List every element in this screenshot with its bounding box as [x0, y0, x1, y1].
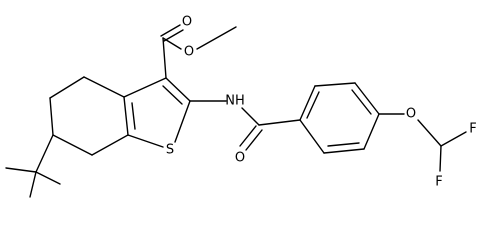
atom-nh: NH: [225, 94, 245, 109]
atom-f-upper: F: [469, 122, 476, 137]
bond-c3-c2-inner: [162, 85, 183, 105]
molecule-canvas: O O NH S O O F F: [5, 15, 477, 198]
bond-tbu-methyl-right: [35, 171, 61, 185]
bond-layer: [5, 24, 467, 198]
bond-tbu-methyl-down: [29, 171, 37, 198]
bond-amide-double-b: [245, 129, 263, 151]
bond-s-c7a: [127, 134, 164, 148]
bond-c3-c2-outer: [165, 77, 191, 102]
bond-c7a-c3a-outer: [123, 96, 129, 136]
bond-chf2-f-upper: [440, 131, 467, 147]
atom-o-amide: O: [235, 151, 245, 166]
bond-c7a-c3a-inner: [131, 102, 136, 130]
atom-label-layer: O O NH S O O F F: [166, 15, 477, 190]
bond-amide-double-a: [239, 125, 257, 147]
bond-ar3-ar4: [354, 82, 380, 115]
bond-c3a-c4: [83, 76, 125, 98]
atom-o-ester-carbonyl: O: [182, 15, 192, 30]
bond-ar4-ar5: [363, 113, 380, 150]
bond-ar6-ar1: [299, 119, 325, 154]
bond-c4-c5: [49, 76, 85, 99]
bond-c6-quaternary: [35, 134, 54, 173]
bond-o-chf2: [417, 119, 442, 147]
bond-c3-ester: [162, 37, 167, 79]
bond-c6-c7: [52, 134, 93, 156]
bond-carbonyl-aryl: [258, 119, 301, 126]
atom-o-ether: O: [406, 107, 416, 122]
bond-ar1-ar2-inner: [306, 91, 320, 119]
atom-f-lower: F: [435, 175, 442, 190]
atom-o-ester-single: O: [184, 45, 194, 60]
bond-ar2-ar3: [314, 82, 356, 87]
bond-c2-s: [174, 100, 191, 143]
bond-ar5-ar6-inner: [327, 142, 360, 147]
bond-o-methyl: [196, 26, 237, 50]
bond-chf2-f-lower: [439, 145, 442, 172]
bond-ester-carbonyl-double-a: [160, 24, 181, 37]
atom-s: S: [166, 143, 174, 158]
bond-ester-c-o: [162, 37, 182, 50]
bond-ester-carbonyl-double-b: [163, 29, 184, 42]
bond-nh-carbonyl: [241, 107, 260, 126]
bond-c7-c7a: [91, 134, 129, 156]
bond-ar5-ar6: [323, 148, 365, 154]
bond-c5-c6: [49, 97, 54, 136]
bond-ar3-ar4-inner: [351, 89, 372, 115]
bond-c3a-c3: [123, 77, 167, 98]
bond-ar1-ar2: [299, 85, 316, 121]
structure-diagram: O O NH S O O F F: [5, 15, 477, 198]
bond-tbu-methyl-left: [5, 167, 37, 173]
